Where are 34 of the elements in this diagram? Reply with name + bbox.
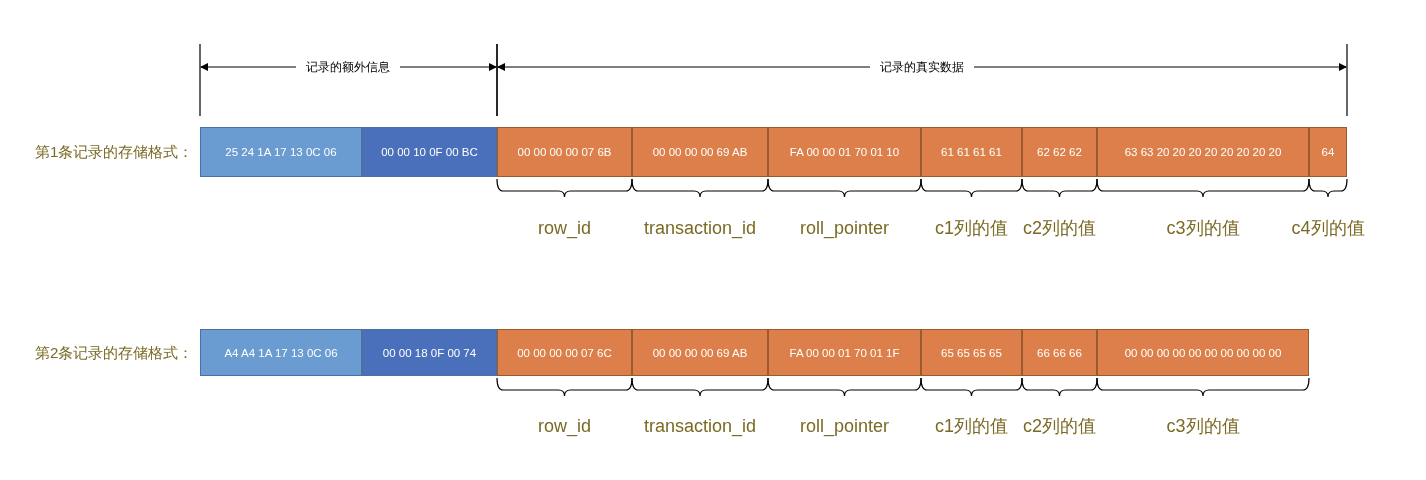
field-label: row_id xyxy=(538,217,592,239)
field-label: c2列的值 xyxy=(1023,217,1096,240)
byte-field: FA 00 00 01 70 01 10 xyxy=(768,127,921,177)
byte-field: 00 00 00 00 07 6C xyxy=(497,329,632,376)
field-label: transaction_id xyxy=(644,415,757,437)
byte-field: 00 00 10 0F 00 BC xyxy=(362,127,497,177)
field-label: roll_pointer xyxy=(800,415,890,437)
byte-field: 00 00 00 00 00 00 00 00 00 00 xyxy=(1097,329,1309,376)
field-label: c4列的值 xyxy=(1291,217,1365,240)
field-label: c3列的值 xyxy=(1166,217,1240,240)
row-label: 第2条记录的存储格式： xyxy=(35,343,194,363)
byte-field: 63 63 20 20 20 20 20 20 20 20 xyxy=(1097,127,1309,177)
byte-field: 62 62 62 xyxy=(1022,127,1097,177)
byte-field: 00 00 00 00 07 6B xyxy=(497,127,632,177)
field-label: c3列的值 xyxy=(1166,415,1240,438)
dimension-label: 记录的额外信息 xyxy=(296,58,400,76)
byte-field: 00 00 00 00 69 AB xyxy=(632,127,768,177)
byte-field: 65 65 65 65 xyxy=(921,329,1022,376)
field-label: c1列的值 xyxy=(935,415,1008,438)
byte-field: A4 A4 1A 17 13 0C 06 xyxy=(200,329,362,376)
row-label: 第1条记录的存储格式： xyxy=(35,142,194,162)
byte-field: 61 61 61 61 xyxy=(921,127,1022,177)
field-label: transaction_id xyxy=(644,217,757,239)
byte-field: 64 xyxy=(1309,127,1347,177)
byte-field: FA 00 00 01 70 01 1F xyxy=(768,329,921,376)
field-label: c2列的值 xyxy=(1023,415,1096,438)
byte-field: 25 24 1A 17 13 0C 06 xyxy=(200,127,362,177)
field-label: roll_pointer xyxy=(800,217,890,239)
byte-field: 00 00 18 0F 00 74 xyxy=(362,329,497,376)
byte-field: 66 66 66 xyxy=(1022,329,1097,376)
dimension-label: 记录的真实数据 xyxy=(870,58,974,76)
field-label: c1列的值 xyxy=(935,217,1008,240)
byte-field: 00 00 00 00 69 AB xyxy=(632,329,768,376)
field-label: row_id xyxy=(538,415,592,437)
